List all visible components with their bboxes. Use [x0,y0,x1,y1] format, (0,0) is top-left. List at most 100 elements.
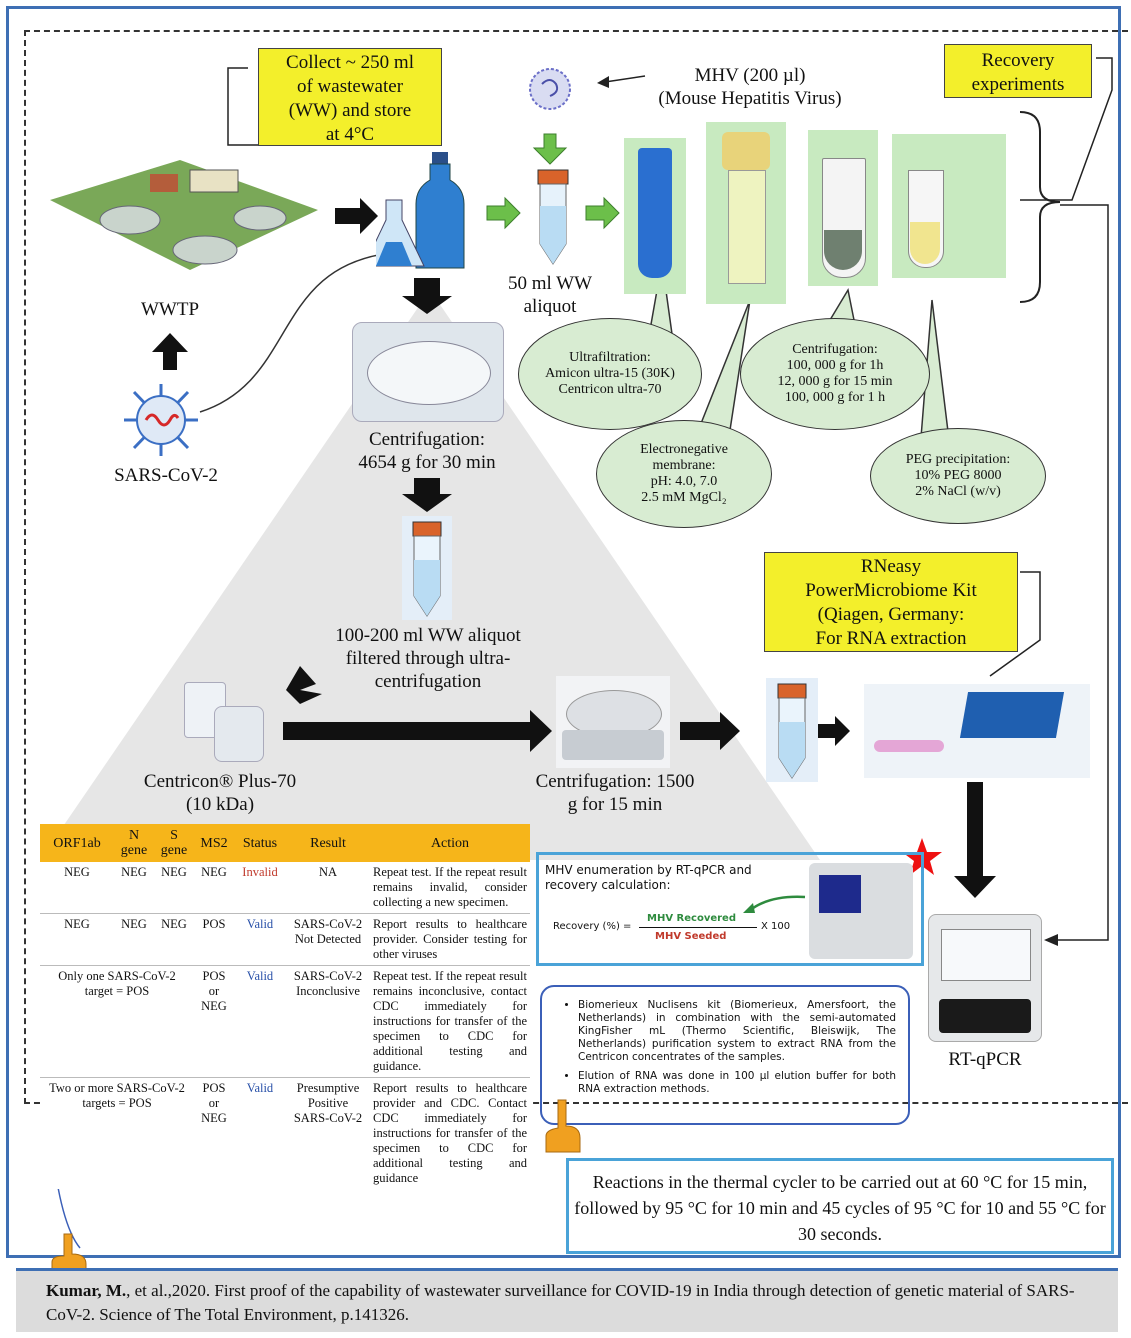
centrifugation2-line-2: g for 15 min [567,794,663,815]
electronegative-line-4: 2.5 mM MgCl₂ [641,490,727,505]
mhv-virus-icon [529,68,571,110]
electronegative-line-1: Electronegative [640,442,728,457]
centricon-image [180,680,266,764]
col-result: Result [286,824,370,862]
green-arrows [486,133,620,230]
pointing-hand-icon [545,1099,581,1153]
cell-orf: Two or more SARS-CoV-2 targets = POS [40,1077,194,1189]
wwtp-label: WWTP [140,299,200,320]
electronegative-bubble: Electronegative membrane: pH: 4.0, 7.0 2… [596,420,772,528]
cell-ms2: POS or NEG [194,965,234,1078]
cell-status: Valid [234,913,286,966]
curved-arrow-icon [743,895,806,913]
table-header-row: ORF1ab N gene S gene MS2 Status Result A… [40,824,530,862]
cell-result: SARS-CoV-2 Inconclusive [286,965,370,1078]
mhv-calc-title-2: recovery calculation: [545,878,671,892]
table-row: Two or more SARS-CoV-2 targets = POS POS… [40,1077,530,1189]
centrifugation-bubble-line-4: 100, 000 g for 1 h [784,390,886,405]
rneasy-line-4: For RNA extraction [815,628,967,649]
collect-line-2: of wastewater [296,76,404,97]
cell-action: Repeat test. If the repeat result remain… [370,965,530,1078]
peg-bubble: PEG precipitation: 10% PEG 8000 2% NaCl … [870,428,1046,524]
centrifugation-bubble-line-2: 100, 000 g for 1h [786,358,884,373]
peg-line-3: 2% NaCl (w/v) [915,484,1001,499]
cell-orf: Only one SARS-CoV-2 target = POS [40,965,194,1078]
rtqpcr-label: RT-qPCR [948,1049,1022,1070]
qpcr-machine-image [809,863,913,959]
citation-text: , et al.,2020. First proof of the capabi… [46,1281,1075,1324]
cell-action: Report results to healthcare provider an… [370,1077,530,1189]
peg-image [892,134,1006,278]
centrifuge-image-1 [352,322,504,422]
return-line [1058,204,1109,941]
peg-line-1: PEG precipitation: [905,452,1011,467]
ultrafiltration-line-2: Amicon ultra-15 (30K) [545,366,675,381]
recovery-box: Recovery experiments [944,44,1092,98]
black-arrows [152,198,996,898]
centrifugation2-line-1: Centrifugation: 1500 [535,771,695,792]
dashed-region [24,30,1128,1104]
aliquot100-line-1: 100-200 ml WW aliquot [335,625,521,646]
centricon-line-1: Centricon® Plus-70 [143,771,297,792]
note-item: Elution of RNA was done in 100 µl elutio… [578,1070,896,1096]
recovery-numerator: MHV Recovered [647,913,736,924]
rna-kit-image [864,684,1090,778]
cell-action: Repeat test. If the repeat result remain… [373,865,527,909]
aliquot100-line-2: filtered through ultra- [345,648,511,669]
rna-extraction-notes: Biomerieux Nuclisens kit (Biomerieux, Am… [540,985,910,1125]
centrifugation1-line-1: Centrifugation: [368,429,486,450]
centrifugation-bubble: Centrifugation: 100, 000 g for 1h 12, 00… [740,318,930,430]
centrifuge-image-2 [556,676,670,768]
flask-bottle-icon [376,152,465,269]
wwtp-illustration [50,160,318,270]
sars-virus-icon [124,384,198,456]
tube-50ml-icon [537,169,569,265]
rtqpcr-machine-image [928,914,1042,1042]
cell-status: Invalid [242,865,278,879]
bracket-recovery [1020,57,1113,201]
cell-status: Valid [234,965,286,1078]
col-s-gene: S gene [154,824,194,862]
mhv-line-1: MHV (200 µl) [694,65,806,86]
cell-status: Valid [234,1077,286,1189]
tube-100ml-icon [402,516,452,620]
cell-orf: NEG [64,865,90,879]
col-action: Action [370,824,530,862]
cell-n: NEG [114,913,154,966]
cell-ms2: POS [194,913,234,966]
sars-label: SARS-CoV-2 [114,465,218,486]
collect-box: Collect ~ 250 ml of wastewater (WW) and … [258,48,442,146]
centrifugation-bubble-line-3: 12, 000 g for 15 min [777,374,893,389]
aliquot100-line-3: centrifugation [374,671,482,692]
table-row: NEG NEG NEG POS Valid SARS-CoV-2 Not Det… [40,913,530,966]
ultrafiltration-line-3: Centricon ultra-70 [558,382,662,397]
cell-result: Presumptive Positive SARS-CoV-2 [286,1077,370,1189]
result-table: ORF1ab N gene S gene MS2 Status Result A… [40,824,530,1189]
cell-result: SARS-CoV-2 Not Detected [286,913,370,966]
ultrafiltration-line-1: Ultrafiltration: [569,350,651,365]
centricon-line-2: (10 kDa) [185,794,255,815]
col-orf1ab: ORF1ab [40,824,114,862]
collect-line-3: (WW) and store [288,100,412,121]
ultrafiltration-bubble: Ultrafiltration: Amicon ultra-15 (30K) C… [518,318,702,430]
mhv-calc-box: MHV enumeration by RT-qPCR and recovery … [536,852,924,966]
note-item: Biomerieux Nuclisens kit (Biomerieux, Am… [578,999,896,1064]
recovery-line-2: experiments [971,74,1065,95]
table-row: NEG NEG NEG NEG Invalid NA Repeat test. … [40,862,530,914]
recovery-formula-lhs: Recovery (%) = [553,921,632,932]
mhv-label: MHV (200 µl) (Mouse Hepatitis Virus) [620,64,880,110]
mhv-calc-title-1: MHV enumeration by RT-qPCR and [545,863,752,877]
recovery-multiplier: X 100 [761,921,791,932]
rneasy-line-1: RNeasy [860,556,922,577]
curly-brace [1019,111,1061,303]
cell-action: Report results to healthcare provider. C… [370,913,530,966]
peg-line-2: 10% PEG 8000 [914,468,1002,483]
citation: Kumar, M., et al.,2020. First proof of t… [16,1268,1118,1332]
mhv-line-2: (Mouse Hepatitis Virus) [658,88,842,109]
centrifugation2-label: Centrifugation: 1500 g for 15 min [510,770,720,816]
centrifugation1-label: Centrifugation: 4654 g for 30 min [322,428,532,474]
centrifugation-bubble-line-1: Centrifugation: [792,342,878,357]
rneasy-box: RNeasy PowerMicrobiome Kit (Qiagen, Germ… [764,552,1018,652]
tube-rna-icon [766,678,818,782]
collect-line-4: at 4°C [325,124,375,145]
